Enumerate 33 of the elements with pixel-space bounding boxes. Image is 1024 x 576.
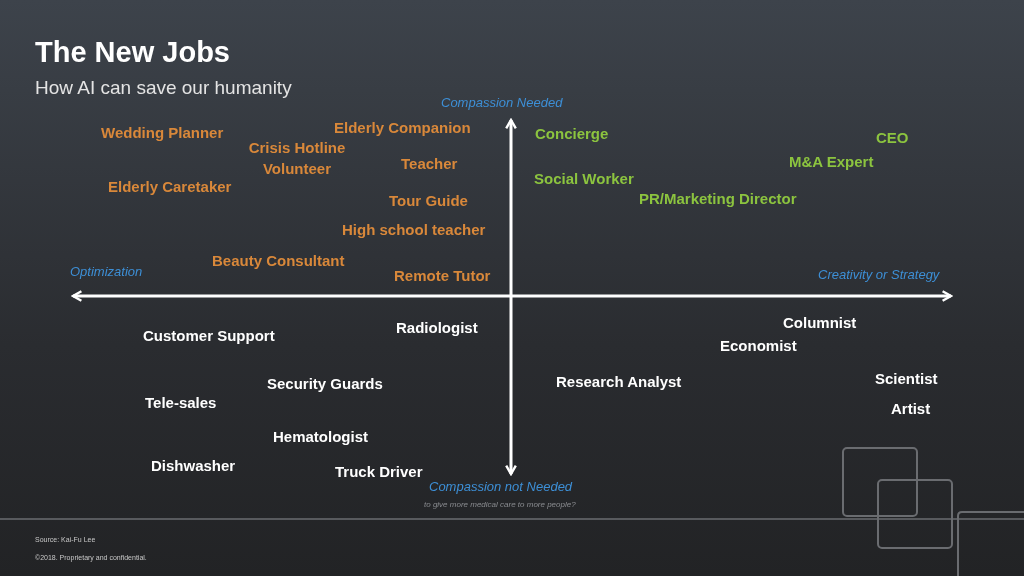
job-label: Concierge — [535, 125, 609, 143]
job-label: Wedding Planner — [101, 124, 224, 142]
job-label: Security Guards — [267, 375, 383, 393]
axis-label: Creativity or Strategy — [818, 268, 940, 283]
axis-label: Compassion not Needed — [429, 480, 573, 495]
slide-title: The New Jobs — [35, 36, 230, 70]
job-label: PR/Marketing Director — [639, 190, 797, 208]
question-note: to give more medical care to more people? — [424, 500, 576, 510]
job-label: Social Worker — [534, 170, 634, 188]
axis-label: Compassion Needed — [441, 96, 563, 111]
job-label: Beauty Consultant — [212, 252, 345, 270]
job-label: Elderly Companion — [334, 119, 471, 137]
job-label: Tour Guide — [389, 192, 468, 210]
job-label: Columnist — [783, 314, 857, 332]
job-label: Remote Tutor — [394, 267, 491, 285]
job-label: Tele-sales — [145, 394, 217, 412]
job-label: M&A Expert — [789, 153, 874, 171]
job-label: Economist — [720, 337, 797, 355]
job-label: Radiologist — [396, 319, 478, 337]
job-label: Dishwasher — [151, 457, 236, 475]
job-label: Teacher — [401, 155, 458, 173]
slide-subtitle: How AI can save our humanity — [35, 77, 292, 99]
job-label: Crisis Hotline Volunteer — [247, 138, 347, 179]
job-label: Truck Driver — [335, 463, 423, 481]
job-label: Research Analyst — [556, 373, 682, 391]
job-label: Elderly Caretaker — [108, 178, 232, 196]
job-label: Hematologist — [273, 428, 368, 446]
job-label: Artist — [891, 400, 931, 418]
job-label: CEO — [876, 129, 909, 147]
job-label: High school teacher — [342, 221, 486, 239]
axis-label: Optimization — [70, 265, 143, 280]
job-label: Scientist — [875, 370, 938, 388]
job-label: Customer Support — [143, 327, 275, 345]
